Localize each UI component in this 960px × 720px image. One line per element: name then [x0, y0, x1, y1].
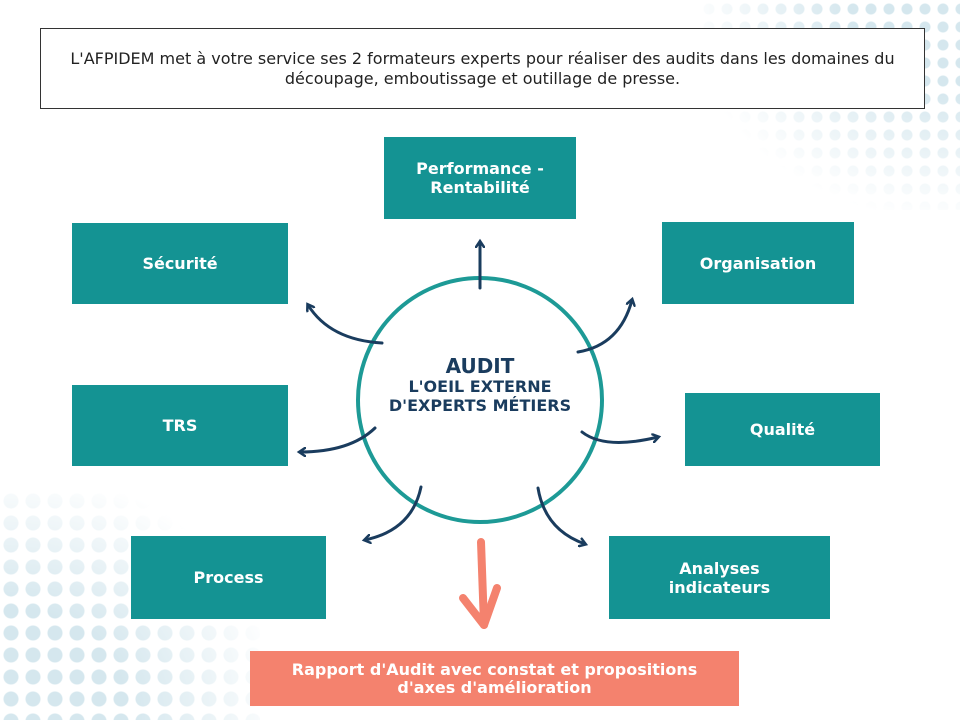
arrow-securite [308, 305, 384, 345]
arrow-report [459, 538, 501, 629]
arrow-trs [300, 426, 377, 452]
arrow-qualite [580, 430, 658, 444]
arrow-process [365, 485, 423, 540]
audit-title: AUDIT [445, 354, 515, 378]
box-qualite: Qualité [685, 393, 880, 466]
arrow-analyses [536, 486, 585, 544]
box-analyses: Analyses indicateurs [609, 536, 830, 619]
report-box: Rapport d'Audit avec constat et proposit… [250, 651, 739, 706]
audit-subtitle-1: L'OEIL EXTERNE [408, 377, 552, 396]
box-performance: Performance - Rentabilité [384, 137, 576, 219]
arrow-organisation [576, 300, 632, 354]
box-trs: TRS [72, 385, 288, 466]
audit-center-label: AUDIT L'OEIL EXTERNE D'EXPERTS MÉTIERS [360, 355, 600, 415]
audit-subtitle-2: D'EXPERTS MÉTIERS [388, 396, 572, 415]
box-process: Process [131, 536, 326, 619]
box-securite: Sécurité [72, 223, 288, 304]
box-organisation: Organisation [662, 222, 854, 304]
intro-text: L'AFPIDEM met à votre service ses 2 form… [40, 28, 925, 109]
